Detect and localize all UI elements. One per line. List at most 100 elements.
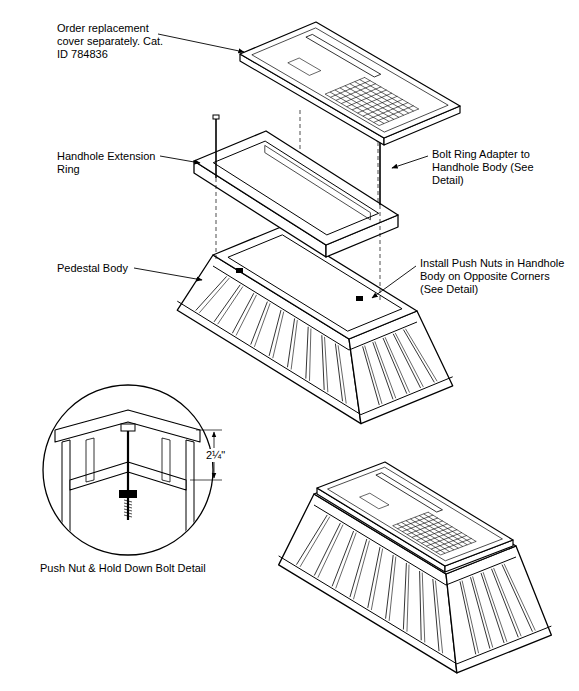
bolt-thread <box>124 515 132 517</box>
body-rib <box>371 549 382 610</box>
cover-grid <box>379 109 419 126</box>
body-rib <box>385 337 410 392</box>
part-label: Bolt Ring Adapter to Handhole Body (See … <box>432 148 550 188</box>
assembly-line <box>216 178 217 262</box>
body-rib <box>494 568 522 636</box>
assembled-view <box>279 462 552 673</box>
body-rib <box>218 286 243 324</box>
body-rib <box>502 565 532 632</box>
body-rib <box>199 278 229 313</box>
rib <box>162 438 170 482</box>
body-rib <box>287 318 294 367</box>
body-rib <box>462 581 478 654</box>
body-rib <box>338 345 346 403</box>
dimension-line <box>214 432 215 448</box>
body-rib <box>483 572 507 642</box>
bolt-thread <box>124 500 132 502</box>
body-rib <box>389 557 396 621</box>
cover-grid <box>406 521 454 550</box>
cover-grid <box>415 517 463 546</box>
cover-grid <box>441 541 477 555</box>
body-rib <box>322 335 324 390</box>
body-rib <box>405 329 437 381</box>
body-rib <box>306 327 308 379</box>
wall <box>186 440 194 560</box>
cover-grid <box>330 92 384 124</box>
cover-grid <box>355 82 409 114</box>
flange-line <box>361 377 453 415</box>
bolt-head <box>121 424 135 431</box>
cover-border <box>328 467 503 561</box>
body-rib <box>395 333 423 387</box>
ring-inner-wall <box>265 145 371 219</box>
leader-line <box>392 156 428 168</box>
bolt-thread <box>124 509 132 511</box>
part-label: Pedestal Body <box>57 262 147 275</box>
body-rib <box>236 295 256 336</box>
body-rib <box>296 515 327 565</box>
leader-line <box>372 266 416 298</box>
body-rib <box>332 531 353 586</box>
bolt <box>379 140 381 205</box>
push-nut <box>119 490 137 498</box>
cover-border <box>252 28 448 132</box>
cover-grid <box>428 512 476 541</box>
cover-grid <box>424 514 472 543</box>
cover-grid <box>393 526 441 555</box>
cover-grid <box>410 519 458 548</box>
leader-line <box>134 268 202 280</box>
body-rib <box>350 539 367 597</box>
body-rib <box>368 547 380 608</box>
cover-grid <box>360 80 414 112</box>
body-rib <box>403 330 434 383</box>
dimension-line <box>214 462 215 478</box>
detail-view <box>43 385 222 560</box>
body-rib <box>273 312 284 358</box>
cover-grid <box>402 522 450 551</box>
body-rib <box>336 533 357 589</box>
cover-grid <box>325 94 379 126</box>
bolt-thread <box>124 512 132 514</box>
bolt-head <box>213 115 219 119</box>
cover-grid <box>335 90 389 122</box>
body-rib <box>460 581 476 654</box>
body-rib <box>473 576 493 647</box>
ring-opening <box>213 141 378 235</box>
body-rib <box>300 517 330 567</box>
body-rib <box>433 579 439 651</box>
body-rib <box>309 328 310 380</box>
cover-grid <box>365 77 419 109</box>
body-rib <box>420 571 422 640</box>
body-rib <box>435 581 442 654</box>
body-rib <box>314 523 340 576</box>
body-rib <box>386 555 394 619</box>
body-rib <box>353 541 369 600</box>
cover-slot <box>306 34 381 77</box>
cover-top <box>240 22 460 138</box>
body-rib <box>232 293 253 333</box>
extension-line <box>190 480 222 481</box>
bolt <box>215 118 217 178</box>
bolt-thread <box>124 506 132 508</box>
body-rib <box>393 334 420 388</box>
leader-line <box>158 34 244 52</box>
push-nut <box>236 268 243 273</box>
cover-top <box>317 462 513 566</box>
leader-lines <box>134 34 428 298</box>
rib <box>86 438 94 482</box>
part-label: Handhole Extension Ring <box>57 150 161 176</box>
body-rib <box>481 573 504 643</box>
body-rib <box>291 320 297 369</box>
body-rib <box>214 285 240 322</box>
body-rib <box>407 565 409 632</box>
wall <box>62 440 70 560</box>
exploded-view <box>177 22 460 424</box>
bolt-thread <box>124 503 132 505</box>
push-nut <box>356 296 363 301</box>
body-rib <box>492 569 519 638</box>
body-rib <box>251 302 268 345</box>
cover-grid <box>350 84 404 116</box>
flange-line <box>279 556 457 664</box>
body-rib <box>254 303 270 347</box>
